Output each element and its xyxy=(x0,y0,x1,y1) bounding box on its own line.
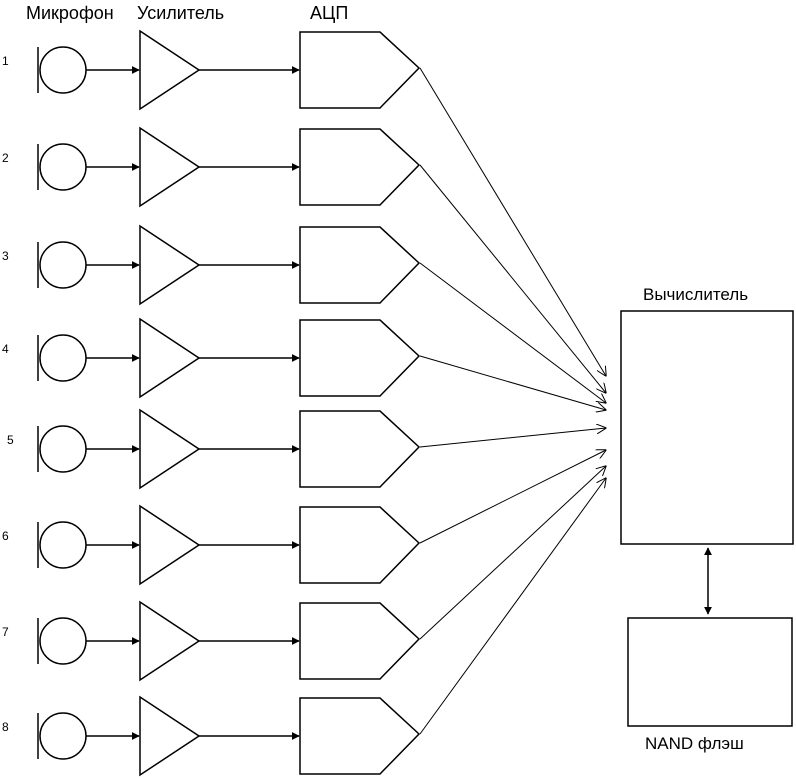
adc-to-computer-arrow-5 xyxy=(419,428,606,448)
amplifier-icon-8 xyxy=(139,695,201,777)
amplifier-icon-2 xyxy=(139,126,201,208)
amplifier-icon-6 xyxy=(139,504,201,586)
adc-to-computer-arrow-6 xyxy=(419,450,606,544)
microphone-icon-7 xyxy=(39,617,87,665)
adc-to-computer-arrow-7 xyxy=(419,466,606,640)
flash-block xyxy=(627,617,793,727)
amplifier-icon-1 xyxy=(139,29,201,111)
adc-block-8 xyxy=(299,697,421,775)
adc-block-6 xyxy=(299,506,421,584)
amplifier-icon-4 xyxy=(139,317,201,399)
header-amplifier: Усилитель xyxy=(137,3,224,23)
channel-number-8: 8 xyxy=(2,720,9,734)
microphone-icon-3 xyxy=(39,241,87,289)
adc-to-computer-arrow-1 xyxy=(419,67,606,376)
microphone-icon-4 xyxy=(39,334,87,382)
adc-to-computer-arrow-2 xyxy=(419,164,606,393)
adc-block-4 xyxy=(299,319,421,397)
channel-number-1: 1 xyxy=(2,54,9,68)
header-adc: АЦП xyxy=(310,3,348,23)
adc-block-2 xyxy=(299,128,421,206)
channel-number-6: 6 xyxy=(2,529,9,543)
channel-rows: 1 2 3 4 5 6 7 8 xyxy=(2,29,606,777)
adc-to-computer-arrow-3 xyxy=(419,262,606,403)
amplifier-icon-7 xyxy=(139,600,201,682)
header-microphone: Микрофон xyxy=(26,3,114,23)
microphone-icon-5 xyxy=(39,425,87,473)
computer-block xyxy=(620,310,794,545)
amplifier-icon-5 xyxy=(139,408,201,490)
adc-to-computer-arrow-8 xyxy=(419,478,606,735)
microphone-icon-1 xyxy=(39,46,87,94)
microphone-icon-8 xyxy=(39,712,87,760)
channel-number-5: 5 xyxy=(7,433,14,447)
adc-block-3 xyxy=(299,226,421,304)
adc-to-computer-arrow-4 xyxy=(419,355,606,410)
adc-block-1 xyxy=(299,31,421,109)
microphone-icon-2 xyxy=(39,143,87,191)
adc-block-7 xyxy=(299,602,421,680)
channel-number-2: 2 xyxy=(2,151,9,165)
adc-block-5 xyxy=(299,410,421,488)
channel-number-4: 4 xyxy=(2,342,9,356)
amplifier-icon-3 xyxy=(139,224,201,306)
microphone-icon-6 xyxy=(39,521,87,569)
computer-label: Вычислитель xyxy=(643,285,748,304)
channel-number-3: 3 xyxy=(2,249,9,263)
channel-number-7: 7 xyxy=(2,625,9,639)
flash-label: NAND флэш xyxy=(645,734,744,753)
